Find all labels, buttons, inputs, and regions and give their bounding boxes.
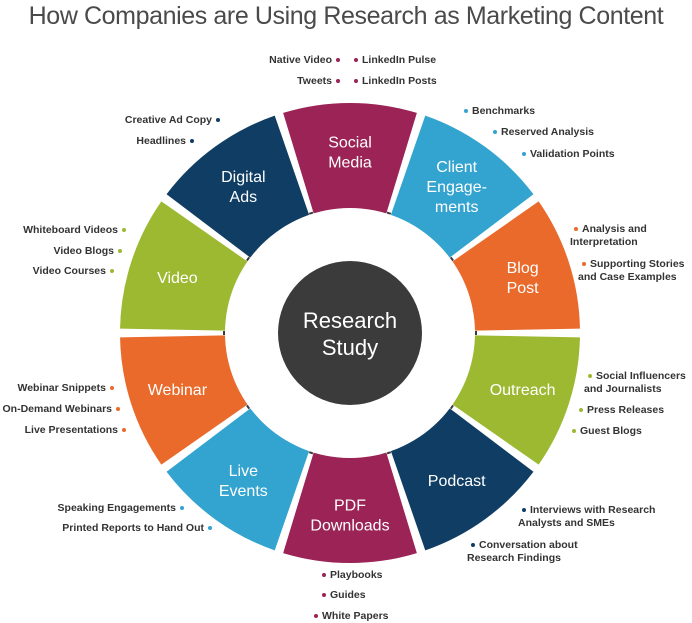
bullet-client-benchmarks: Benchmarks [460, 105, 535, 118]
bullet-dot [574, 227, 578, 232]
segment-label-video-line-1: Video [157, 270, 198, 287]
bullet-dot [322, 573, 326, 578]
bullet-video-blogs: Video Blogs [0, 245, 126, 258]
bullet-dot [588, 374, 592, 379]
bullet-pdf-guides: Guides [318, 589, 366, 602]
center-label-line-2: Study [322, 335, 378, 360]
bullet-dot [471, 543, 475, 548]
bullet-dot [190, 139, 194, 144]
segment-label-podcast-line-1: Podcast [428, 473, 486, 490]
bullet-dot [522, 152, 526, 157]
segment-label-digital-ads-line-1: Digital [221, 169, 265, 186]
bullet-live-printed-reports: Printed Reports to Hand Out [30, 522, 216, 535]
bullet-client-validation-points: Validation Points [518, 148, 615, 161]
segment-label-pdf-downloads-line-1: PDF [334, 498, 366, 515]
bullet-dot [208, 526, 212, 531]
bullet-client-reserved-analysis: Reserved Analysis [489, 126, 594, 139]
segment-label-social-media-line-2: Media [328, 155, 372, 172]
center-label-line-1: Research [303, 308, 397, 333]
bullet-dot [464, 109, 468, 114]
segment-blog-post [452, 201, 580, 331]
bullet-social-media-linkedin-pulse: LinkedIn Pulse [350, 54, 436, 67]
bullet-dot [354, 58, 358, 63]
segment-label-client-engagements-line-1: Client [436, 159, 477, 176]
bullet-ads-creative-copy: Creative Ad Copy [80, 114, 224, 127]
bullet-dot [572, 429, 576, 434]
segment-label-social-media-line-1: Social [328, 135, 372, 152]
bullet-webinar-snippets: Webinar Snippets [0, 382, 118, 395]
segment-social-media [283, 103, 417, 214]
bullet-social-media-linkedin-posts: LinkedIn Posts [350, 75, 437, 88]
bullet-dot [116, 407, 120, 412]
segment-podcast [390, 408, 534, 551]
bullet-dot [579, 408, 583, 413]
research-study-hub: Research Study [225, 208, 475, 458]
bullet-dot [180, 506, 184, 511]
bullet-dot [336, 58, 340, 63]
segment-label-client-engagements-line-3: ments [435, 199, 479, 216]
segment-client-engagements [390, 115, 534, 258]
bullet-blog-analysis: Analysis and Interpretation [570, 223, 647, 248]
bullet-dot [336, 79, 340, 84]
segment-label-client-engagements-line-2: Engage- [426, 179, 487, 196]
bullet-social-media-native-video: Native Video [240, 54, 344, 67]
segment-live-events [166, 408, 310, 551]
bullet-social-media-tweets: Tweets [240, 75, 344, 88]
segment-label-outreach-line-1: Outreach [490, 382, 556, 399]
bullet-dot [122, 228, 126, 233]
bullet-dot [493, 130, 497, 135]
research-study-circle [278, 261, 422, 405]
bullet-live-speaking: Speaking Engagements [30, 502, 188, 515]
segment-webinar [120, 335, 248, 465]
bullet-dot [314, 614, 318, 619]
segment-outreach [452, 335, 580, 465]
bullet-pdf-playbooks: Playbooks [318, 569, 383, 582]
segment-label-live-events-line-2: Events [219, 483, 268, 500]
bullet-blog-supporting-stories: Supporting Stories and Case Examples [578, 258, 685, 283]
segment-label-digital-ads-line-2: Ads [230, 189, 258, 206]
segment-label-live-events-line-1: Live [229, 463, 258, 480]
segment-label-blog-post-line-2: Post [507, 280, 540, 297]
bullet-outreach-influencers: Social Influencers and Journalists [584, 370, 686, 395]
bullet-dot [118, 249, 122, 254]
page-title: How Companies are Using Research as Mark… [28, 2, 664, 30]
bullet-pdf-white-papers: White Papers [310, 610, 389, 623]
bullet-dot [582, 262, 586, 267]
bullet-video-courses: Video Courses [0, 265, 118, 278]
bullet-podcast-interviews: Interviews with Research Analysts and SM… [518, 504, 656, 529]
bullet-outreach-guest-blogs: Guest Blogs [568, 425, 642, 438]
bullet-dot [522, 508, 526, 513]
bullet-ads-headlines: Headlines [80, 135, 198, 148]
bullet-webinar-on-demand: On-Demand Webinars [0, 403, 124, 416]
segment-digital-ads [166, 115, 310, 258]
bullet-webinar-live-presentations: Live Presentations [0, 424, 130, 437]
bullet-podcast-conversation: Conversation about Research Findings [467, 539, 578, 564]
bullet-dot [216, 118, 220, 123]
segment-label-blog-post-line-1: Blog [507, 260, 539, 277]
bullet-dot [110, 386, 114, 391]
segment-label-pdf-downloads-line-2: Downloads [310, 518, 389, 535]
bullet-video-whiteboard: Whiteboard Videos [0, 224, 130, 237]
bullet-dot [322, 593, 326, 598]
bullet-dot [354, 79, 358, 84]
segment-label-webinar-line-1: Webinar [148, 382, 208, 399]
bullet-dot [122, 428, 126, 433]
segment-video [120, 201, 248, 331]
bullet-outreach-press-releases: Press Releases [575, 404, 664, 417]
bullet-dot [110, 269, 114, 274]
segment-pdf-downloads [283, 452, 417, 563]
